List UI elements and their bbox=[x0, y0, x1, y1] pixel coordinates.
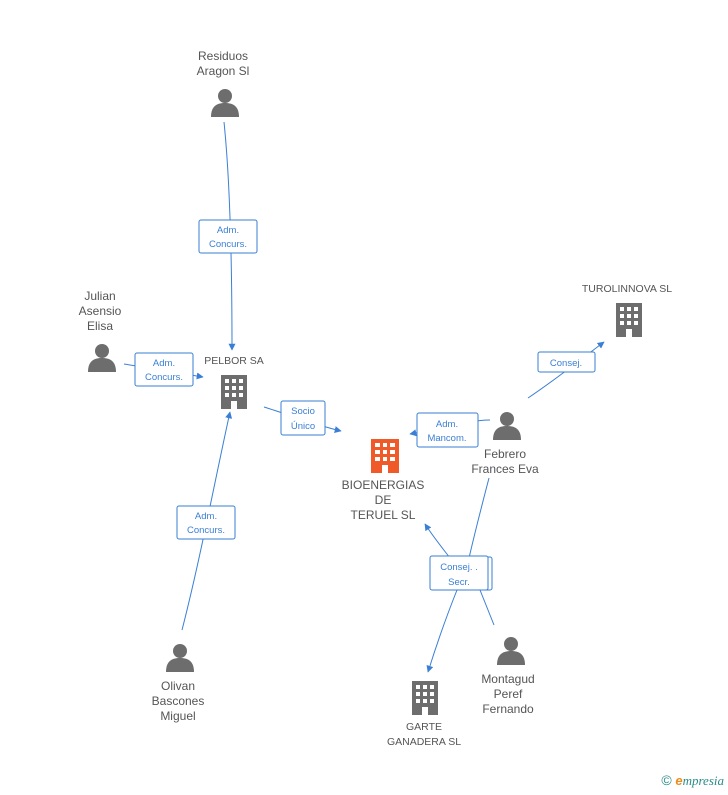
building-icon bbox=[412, 681, 438, 715]
node-label-line: Elisa bbox=[87, 319, 113, 333]
person-icon bbox=[493, 412, 521, 440]
brand-name: mpresia bbox=[682, 773, 724, 788]
node-label-line: Asensio bbox=[79, 304, 122, 318]
node-montagud[interactable]: Montagud Peref Fernando bbox=[481, 637, 535, 716]
node-garte[interactable]: GARTE GANADERA SL bbox=[387, 681, 461, 748]
node-label-line: GANADERA SL bbox=[387, 736, 461, 748]
edge-consej-bioenergias[interactable] bbox=[424, 523, 451, 559]
footer-brand: © empresia bbox=[661, 772, 724, 789]
edge-label-line: Concurs. bbox=[145, 372, 183, 383]
node-label-line: DE bbox=[375, 493, 392, 507]
node-label-line: GARTE bbox=[406, 721, 442, 733]
brand-initial: e bbox=[675, 773, 683, 788]
edge-label-line: Consej. bbox=[550, 358, 582, 369]
node-label-line: Miguel bbox=[160, 709, 195, 723]
node-label-line: PELBOR SA bbox=[204, 355, 264, 367]
node-label-line: Febrero bbox=[484, 447, 526, 461]
node-pelbor[interactable]: PELBOR SA bbox=[204, 355, 264, 409]
edge-label-line: Adm. bbox=[436, 419, 458, 430]
edge-montagud-consej[interactable] bbox=[477, 584, 495, 626]
node-residuos[interactable]: Residuos Aragon Sl bbox=[197, 49, 250, 117]
building-icon bbox=[616, 303, 642, 337]
person-icon bbox=[497, 637, 525, 665]
copyright-symbol: © bbox=[661, 772, 672, 788]
node-label-line: Frances Eva bbox=[471, 462, 539, 476]
node-label-line: Julian bbox=[84, 289, 115, 303]
node-label-line: Montagud bbox=[481, 672, 534, 686]
edge-consej-garte[interactable] bbox=[426, 589, 458, 673]
edge-label-line: Concurs. bbox=[209, 239, 247, 250]
person-icon bbox=[166, 644, 194, 672]
edge-label-line: Socio bbox=[291, 406, 315, 417]
node-turolinnova[interactable]: TUROLINNOVA SL bbox=[582, 283, 672, 337]
building-icon bbox=[221, 375, 247, 409]
edge-label-line: Consej. . bbox=[440, 562, 478, 573]
edge-label-line: Adm. bbox=[217, 225, 239, 236]
node-label-line: BIOENERGIAS bbox=[342, 478, 425, 492]
edge-label-febrero-bioenergias[interactable]: Adm. Mancom. bbox=[416, 412, 479, 448]
building-icon bbox=[371, 439, 399, 473]
person-icon bbox=[88, 344, 116, 372]
node-label-line: Fernando bbox=[482, 702, 534, 716]
edge-label-residuos-pelbor[interactable]: Adm. Concurs. bbox=[198, 219, 258, 254]
node-label-line: TERUEL SL bbox=[351, 508, 416, 522]
edge-label-line: Secr. bbox=[448, 577, 470, 588]
edge-label-line: Mancom. bbox=[427, 433, 466, 444]
edge-label-consej-secr[interactable]: Consej. . Secr. bbox=[429, 555, 493, 591]
edge-label-line: Único bbox=[291, 421, 315, 432]
node-label-line: TUROLINNOVA SL bbox=[582, 283, 672, 295]
node-label-line: Aragon Sl bbox=[197, 64, 250, 78]
person-icon bbox=[211, 89, 239, 117]
node-olivan[interactable]: Olivan Bascones Miguel bbox=[152, 644, 205, 723]
edge-label-line: Adm. bbox=[153, 358, 175, 369]
node-label-line: Residuos bbox=[198, 49, 248, 63]
edge-label-olivan-pelbor[interactable]: Adm. Concurs. bbox=[176, 505, 236, 540]
edge-label-line: Adm. bbox=[195, 511, 217, 522]
node-label-line: Bascones bbox=[152, 694, 205, 708]
node-label-line: Olivan bbox=[161, 679, 195, 693]
edge-label-julian-pelbor[interactable]: Adm. Concurs. bbox=[134, 352, 194, 387]
node-label-line: Peref bbox=[494, 687, 523, 701]
edge-label-pelbor-bioenergias[interactable]: Socio Único bbox=[280, 400, 326, 436]
node-bioenergias[interactable]: BIOENERGIAS DE TERUEL SL bbox=[342, 439, 425, 522]
edge-label-febrero-turolinnova[interactable]: Consej. bbox=[537, 351, 596, 373]
edge-label-line: Concurs. bbox=[187, 525, 225, 536]
node-julian[interactable]: Julian Asensio Elisa bbox=[79, 289, 122, 372]
edges bbox=[123, 121, 605, 673]
node-febrero[interactable]: Febrero Frances Eva bbox=[471, 412, 539, 476]
